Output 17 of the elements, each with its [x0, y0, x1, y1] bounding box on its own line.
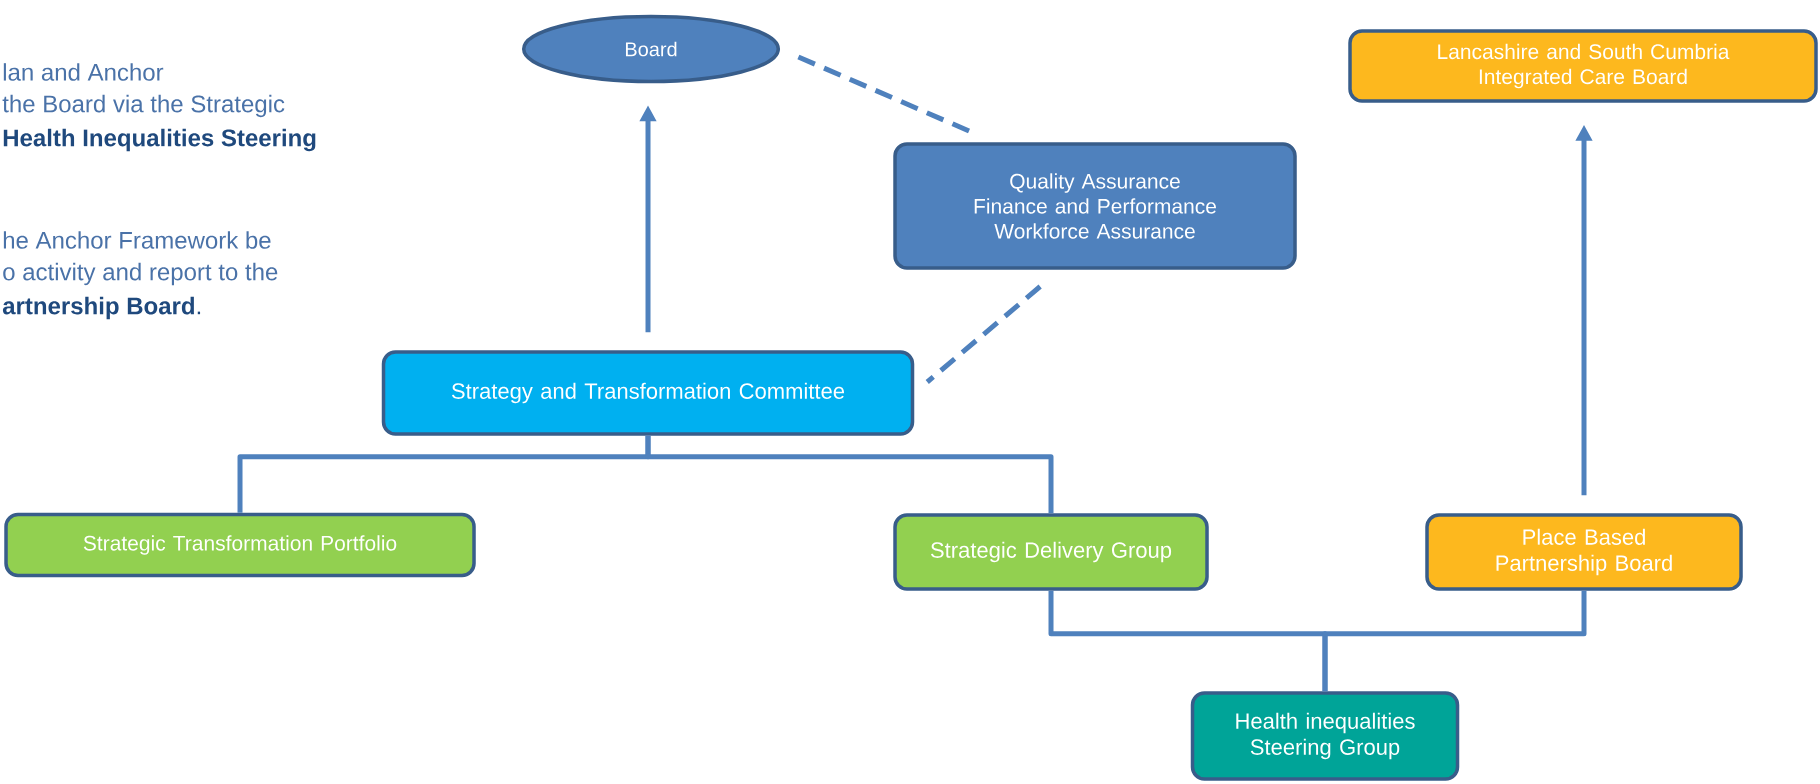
oval-node: Board	[522, 14, 781, 84]
bracket-connector	[645, 435, 1054, 514]
bracket-connector	[1322, 590, 1587, 692]
note-text: o activity and report to the	[3, 262, 278, 286]
process-box: Strategic Transformation Portfolio	[4, 512, 476, 578]
process-box: Quality Assurance Finance and Performance Workforce Assurance	[893, 142, 1297, 270]
process-box: Strategic Delivery Group	[893, 513, 1209, 591]
note-text: artnership Board.	[2, 296, 201, 320]
note-text: Health Inequalities Steering	[3, 128, 316, 152]
process-box: Strategy and Transformation Committee	[381, 350, 915, 436]
note-text: lan and Anchor	[3, 63, 164, 81]
dashed-line	[925, 284, 1042, 384]
note-text: he Anchor Framework be	[3, 231, 271, 249]
process-box: Health inequalities Steering Group	[1190, 691, 1460, 781]
note-text: the Board via the Strategic	[2, 94, 285, 118]
process-box: Lancashire and South Cumbria Integrated Care Board	[1348, 29, 1818, 103]
process-box: Place Based Partnership Board	[1425, 513, 1743, 591]
